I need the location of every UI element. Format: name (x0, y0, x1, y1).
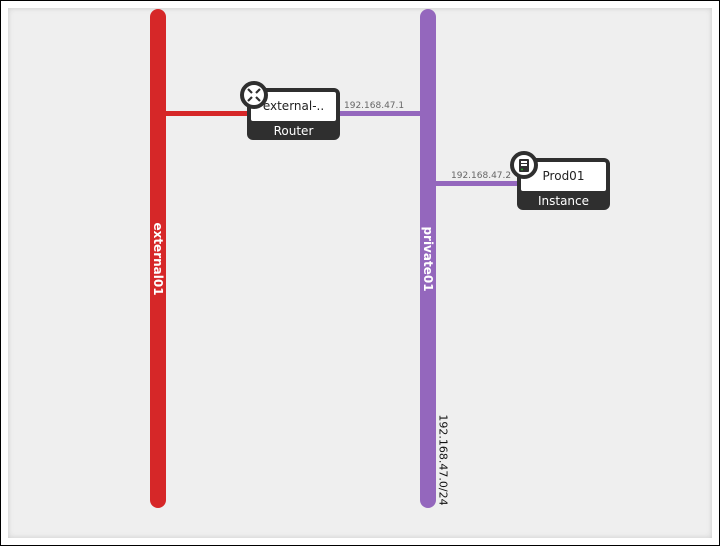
network-label: private01 (421, 226, 435, 292)
instance-private-link (435, 181, 518, 186)
network-private01[interactable]: private01 (420, 9, 436, 508)
instance-ip: 192.168.47.2 (451, 171, 512, 181)
node-name: Prod01 (521, 162, 606, 191)
topology-canvas (8, 8, 712, 538)
router-private-link (339, 111, 421, 116)
node-type: Instance (537, 194, 590, 208)
server-icon (510, 151, 538, 179)
network-cidr: 192.168.47.0/24 (436, 414, 450, 506)
router-icon (240, 81, 268, 109)
network-external01[interactable]: external01 (150, 9, 166, 508)
router-node[interactable]: external-.. Router (240, 81, 340, 140)
node-type: Router (273, 124, 314, 138)
network-label: external01 (151, 222, 165, 296)
router-ip: 192.168.47.1 (344, 101, 405, 111)
router-external-link (166, 111, 248, 116)
instance-node[interactable]: Prod01 Instance (510, 151, 610, 210)
